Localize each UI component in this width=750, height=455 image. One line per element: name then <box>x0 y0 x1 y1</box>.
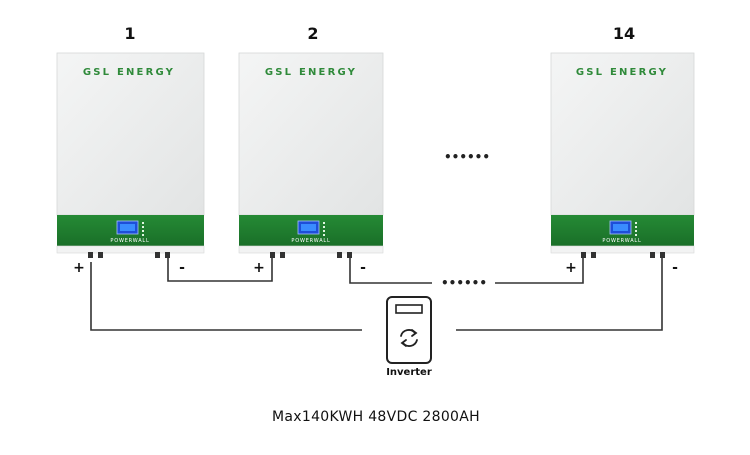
terminal-icon <box>650 252 655 258</box>
inverter-label: Inverter <box>386 367 432 378</box>
lcd-display-icon <box>120 224 135 231</box>
wire-chain-to-b14-pos <box>495 258 584 284</box>
negative-terminal-label: - <box>360 260 366 276</box>
battery-number: 2 <box>307 24 318 43</box>
terminal-positive-icon <box>581 252 586 258</box>
terminal-icon <box>155 252 160 258</box>
terminal-negative-icon <box>660 252 665 258</box>
brand-logo: GSL ENERGY <box>83 67 175 78</box>
battery-unit-2: 2 GSL ENERGY POWERWALL + - <box>238 24 384 276</box>
battery-number: 1 <box>124 24 135 43</box>
model-label: POWERWALL <box>291 238 330 244</box>
brand-logo: GSL ENERGY <box>576 67 668 78</box>
terminal-icon <box>98 252 103 258</box>
terminal-icon <box>280 252 285 258</box>
battery-base <box>238 245 384 254</box>
terminal-group <box>88 252 170 258</box>
wire-b1-neg-to-b2-pos <box>167 258 273 282</box>
positive-terminal-label: + <box>565 260 577 276</box>
battery-casing <box>550 52 695 216</box>
status-leds-icon <box>142 222 144 236</box>
lcd-display-icon <box>301 224 316 231</box>
refresh-cycle-icon <box>400 329 418 347</box>
positive-terminal-label: + <box>73 260 85 276</box>
terminal-group <box>270 252 352 258</box>
ellipsis-units: •••••• <box>444 150 490 164</box>
battery-base <box>550 245 695 254</box>
lcd-display-icon <box>613 224 628 231</box>
battery-unit-1: 1 GSL ENERGY POWERWALL + - <box>56 24 205 276</box>
battery-number: 14 <box>613 24 635 43</box>
terminal-positive-icon <box>88 252 93 258</box>
status-leds-icon <box>635 222 637 236</box>
terminal-icon <box>591 252 596 258</box>
battery-casing <box>56 52 205 216</box>
battery-casing <box>238 52 384 216</box>
wire-b14-neg-to-inverter <box>456 258 663 331</box>
model-label: POWERWALL <box>602 238 641 244</box>
model-label: POWERWALL <box>110 238 149 244</box>
battery-base <box>56 245 205 254</box>
system-capacity-caption: Max140KWH 48VDC 2800AH <box>272 409 480 425</box>
terminal-negative-icon <box>165 252 170 258</box>
terminal-positive-icon <box>270 252 275 258</box>
battery-unit-14: 14 GSL ENERGY POWERWALL + - <box>550 24 695 276</box>
terminal-negative-icon <box>347 252 352 258</box>
status-leds-icon <box>323 222 325 236</box>
wiring <box>90 258 663 331</box>
ellipsis-wiring: •••••• <box>441 276 487 290</box>
negative-terminal-label: - <box>672 260 678 276</box>
wire-b1-pos-to-inverter <box>90 262 362 331</box>
negative-terminal-label: - <box>179 260 185 276</box>
terminal-group <box>581 252 665 258</box>
positive-terminal-label: + <box>253 260 265 276</box>
inverter-display-icon <box>395 304 423 314</box>
terminal-icon <box>337 252 342 258</box>
brand-logo: GSL ENERGY <box>265 67 357 78</box>
wire-b2-neg-to-chain <box>349 258 432 284</box>
inverter: Inverter <box>386 296 432 378</box>
